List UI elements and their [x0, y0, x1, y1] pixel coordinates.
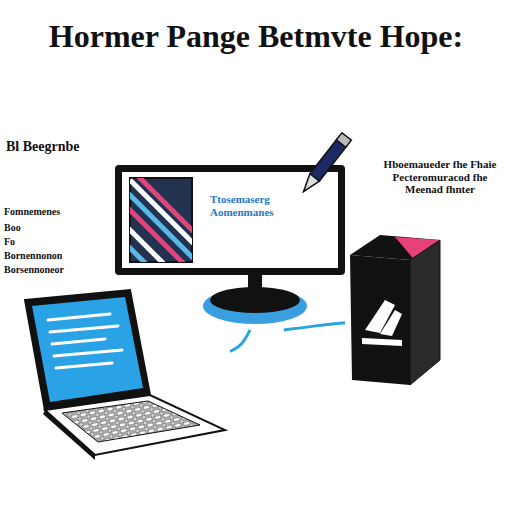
- side-note: Fomnemenes: [4, 206, 60, 217]
- monitor: [104, 165, 345, 324]
- link-line: [230, 330, 250, 352]
- side-note: Fo: [4, 236, 15, 247]
- pen: [299, 133, 352, 196]
- link-line: [284, 323, 345, 330]
- node-text: Bl Beegrnbe: [6, 139, 126, 155]
- node-text: Ttosemaserg Aomenmanes: [210, 193, 298, 218]
- laptop-node: Bl Beegrnbe: [15, 285, 230, 460]
- laptop: [25, 290, 225, 460]
- side-note: Boo: [4, 222, 21, 233]
- product-box: [350, 235, 440, 385]
- monitor-node: Ttosemaserg Aomenmanes: [115, 165, 340, 330]
- product-node: Hboemaueder fhe Fhaie Pecteromuracod fhe…: [345, 150, 510, 390]
- side-note: Bornennonon: [4, 250, 62, 261]
- side-note: Borsennoneor: [4, 264, 64, 275]
- node-text: Hboemaueder fhe Fhaie Pecteromuracod fhe…: [373, 158, 507, 196]
- diagram-title: Hormer Pange Betmvte Hope:: [6, 18, 506, 55]
